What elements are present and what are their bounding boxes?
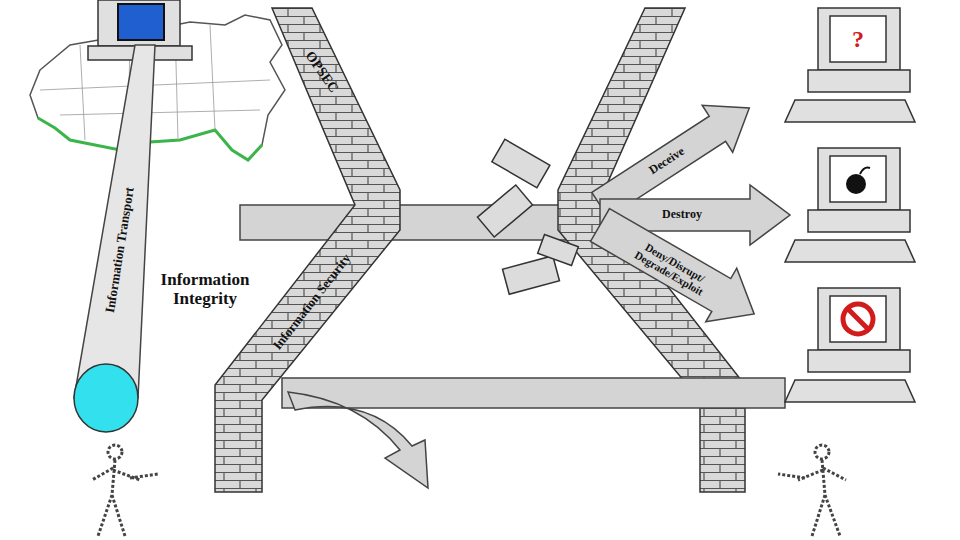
soldier-figure: [92, 445, 158, 536]
return-band: [282, 378, 785, 408]
no-symbol: [843, 304, 873, 334]
right-wall: [558, 8, 745, 492]
bomb-symbol: [846, 168, 870, 194]
deny-arrow: [585, 198, 770, 341]
transport-end: [74, 364, 138, 432]
computer-monitor: [98, 0, 180, 46]
curved-arrow: [288, 392, 428, 488]
arrow-label: Destroy: [662, 208, 702, 221]
loose-bricks: [477, 139, 578, 294]
transport-beam: [74, 45, 155, 398]
target-computer: [785, 288, 915, 402]
screen-symbol: ?: [852, 26, 864, 52]
target-computer: [785, 148, 915, 262]
integrity-label: Information Integrity: [145, 271, 265, 308]
computer-screen: [118, 4, 164, 40]
target-computer: [785, 8, 915, 122]
soldier-figure: [778, 445, 846, 536]
